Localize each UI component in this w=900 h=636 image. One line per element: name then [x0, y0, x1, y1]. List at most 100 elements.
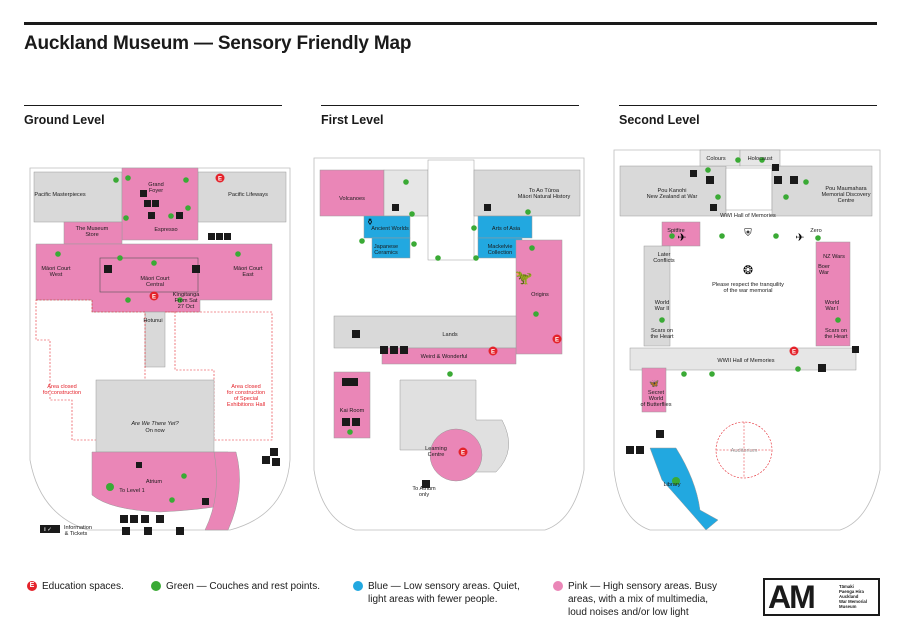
label-maori-court-east-1: Māori Court	[233, 266, 263, 272]
education-legend-marker	[27, 581, 37, 591]
first-level-heading: First Level	[321, 113, 384, 127]
pink-legend-marker	[553, 581, 563, 591]
label-maori-court-central-2: Central	[146, 282, 164, 288]
blue-legend-marker	[353, 581, 363, 591]
memorial-shield-icon: ⛨	[744, 228, 752, 239]
to-ao-turoa-area	[473, 169, 581, 217]
label-ww2-1: World	[655, 300, 670, 306]
label-to-ao-turoa-1: To Ao Tūroa	[529, 188, 560, 194]
wreath-icon: ❂	[743, 263, 753, 277]
spitfire-area	[661, 221, 701, 247]
label-to-atrium-2: only	[419, 492, 429, 498]
svg-text:E: E	[218, 176, 222, 182]
lands-area	[333, 315, 517, 349]
label-lands: Lands	[442, 332, 457, 338]
label-pou-maumahara-1: Pou Maumahara	[825, 186, 867, 192]
first-north-west-area	[383, 169, 429, 217]
second-west-wing	[643, 245, 671, 347]
label-wwii-hall: WWII Hall of Memories	[717, 358, 774, 364]
label-holocaust: Holocaust	[748, 156, 773, 162]
page-title: Auckland Museum — Sensory Friendly Map	[24, 33, 412, 54]
legend-pink-3: loud noises and/or low light	[568, 607, 689, 618]
first-central-void	[427, 159, 475, 261]
label-later-conflicts-2: Conflicts	[653, 258, 675, 264]
ground-level-map: E E i ✓ Pacific Masterpieces Grand Foyer…	[29, 167, 291, 537]
label-maori-court-central-1: Māori Court	[140, 276, 170, 282]
label-area-closed-left-2: for construction	[43, 390, 81, 396]
label-area-closed-right-4: Exhibitions Hall	[227, 402, 265, 408]
svg-text:E: E	[555, 337, 559, 343]
label-mackelvie-1: Mackelvie	[488, 244, 513, 250]
label-area-closed-right-3: of Special	[234, 396, 259, 402]
zero-plane-icon: ✈	[795, 232, 804, 244]
label-to-level-1: To Level 1	[119, 488, 145, 494]
pou-maumahara-area	[771, 165, 873, 217]
label-maori-court-east-2: East	[242, 272, 254, 278]
green-legend-marker	[151, 581, 161, 591]
label-pou-kanohi-1: Pou Kanohi	[658, 188, 687, 194]
education-legend-letter: E	[29, 582, 35, 589]
nz-wars-area	[815, 241, 851, 347]
first-rest-points	[347, 179, 539, 435]
learning-centre-area	[429, 428, 483, 482]
label-scars-left-1: Scars on	[651, 328, 673, 334]
label-butterflies-3: of Butterflies	[640, 402, 671, 408]
logo-mark: AM	[768, 579, 816, 615]
label-learning-centre-2: Centre	[428, 452, 445, 458]
legend-green: Green — Couches and rest points.	[166, 581, 320, 592]
label-auditorium: Auditorium	[731, 448, 758, 454]
svg-text:E: E	[792, 349, 796, 355]
label-area-closed-right-2: for construction	[227, 390, 265, 396]
second-education-markers: E	[789, 346, 799, 356]
label-pou-maumahara-2: Memorial Discovery	[821, 192, 870, 198]
information-icon	[40, 525, 60, 533]
butterfly-icon: 🦋	[649, 379, 659, 388]
second-rest-points	[659, 157, 841, 485]
legend-pink-1: Pink — High sensory areas. Busy	[568, 581, 717, 592]
label-museum-store-1: The Museum	[76, 226, 109, 232]
label-pacific-lifeways: Pacific Lifeways	[228, 192, 268, 198]
label-scars-left-2: the Heart	[650, 334, 673, 340]
label-kiingitanga-1: Kīngitanga	[173, 292, 201, 298]
wwii-hall-area	[629, 347, 857, 371]
label-hotunui: Hotunui	[143, 318, 162, 324]
label-ww1-1: World	[825, 300, 840, 306]
library-area	[649, 447, 719, 531]
label-scars-right-1: Scars on	[825, 328, 847, 334]
maori-court-central-area	[99, 257, 199, 293]
pou-kanohi-area	[619, 165, 727, 217]
label-japanese-ceramics-2: Ceramics	[374, 250, 398, 256]
label-zero: Zero	[810, 228, 822, 234]
holocaust-area	[739, 149, 781, 167]
label-ww1-2: War I	[825, 306, 839, 312]
ground-rest-points	[55, 175, 241, 503]
label-pou-kanohi-2: New Zealand at War	[647, 194, 698, 200]
label-later-conflicts-1: Later	[658, 252, 671, 258]
label-information-2: & Tickets	[65, 531, 88, 537]
label-scars-right-2: the Heart	[824, 334, 847, 340]
label-pacific-masterpieces: Pacific Masterpieces	[34, 192, 85, 198]
label-boer-war-1: Boer	[818, 264, 830, 270]
svg-text:E: E	[461, 450, 465, 456]
pacific-masterpieces-area	[33, 171, 123, 223]
label-maori-court-west-1: Māori Court	[41, 266, 71, 272]
atrium-east-area	[204, 451, 240, 531]
label-atrium: Atrium	[146, 479, 163, 485]
are-we-there-yet-area	[95, 379, 215, 453]
legend-blue-1: Blue — Low sensory areas. Quiet,	[368, 581, 520, 592]
legend-blue-2: light areas with fewer people.	[368, 594, 498, 605]
label-arts-of-asia: Arts of Asia	[492, 226, 521, 232]
label-grand-foyer-1: Grand	[148, 182, 164, 188]
label-kiingitanga-2: From Sat	[174, 298, 197, 304]
label-area-closed-right-1: Area closed	[231, 384, 261, 390]
label-area-closed-left-1: Area closed	[47, 384, 77, 390]
second-central-void	[725, 167, 773, 211]
label-maori-court-west-2: West	[50, 272, 63, 278]
label-boer-war-2: War	[819, 270, 829, 276]
label-espresso: Espresso	[154, 227, 177, 233]
ground-level-rule	[24, 105, 282, 106]
label-respect-1: Please respect the tranquility	[712, 282, 784, 288]
first-level-map: E E E 🦖 ⚱ Volcanoes To Ao Tūroa Māori Na…	[313, 157, 585, 531]
area-closed-left	[35, 299, 146, 441]
label-nz-wars: NZ Wars	[823, 254, 845, 260]
